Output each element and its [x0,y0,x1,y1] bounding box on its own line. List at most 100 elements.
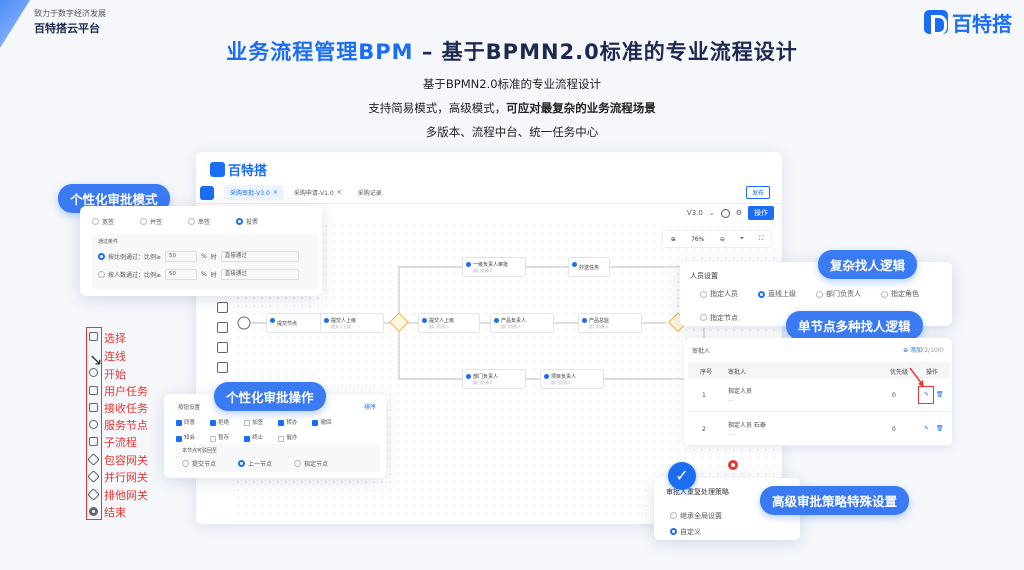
service-node-icon[interactable] [216,322,228,333]
locate-icon[interactable]: ⌖ [740,235,744,242]
checkbox-icon [312,420,319,426]
record-icon[interactable] [720,208,730,218]
mode-option[interactable]: 投票 [236,217,258,226]
multi-finder-pill: 单节点多种找人逻辑 [786,311,923,340]
check-agree[interactable]: 同意 [176,417,195,430]
sort-link[interactable]: 排序 [363,404,376,411]
check-label: 拒绝 [218,419,230,426]
people-option[interactable]: 指定节点 [700,313,738,323]
gateway-icon[interactable] [216,362,228,373]
strategy-custom[interactable]: 自定义 [670,527,701,537]
header-action: 操作 [926,369,939,376]
ratio-input[interactable]: 50 [165,251,198,262]
end-icon [89,507,98,516]
mode-option[interactable]: 并签 [140,217,162,226]
flow-node-cc-task[interactable]: 抄送任务 [568,257,610,277]
mode-option[interactable]: 宽签 [92,217,114,226]
check-reject[interactable]: 拒绝 [210,417,229,430]
edit-icon[interactable]: ✎ [924,391,930,398]
node-label: 产品负责人 [501,317,527,324]
flow-node-supervisor-2[interactable]: 提交人上级部门负责人 [418,313,480,333]
tab-procurement-approval[interactable]: 采购审批-V3.0× [224,185,284,200]
reject-target-options: 提交节点 上一节点 指定节点 [182,459,328,468]
delete-icon[interactable]: 🗑 [936,425,944,432]
check-withdraw[interactable]: 撤回 [312,417,331,430]
zoom-in-icon[interactable]: ⊕ [670,235,676,243]
option-label: 指定节点 [710,313,738,322]
legend-outline [86,327,102,520]
back-option[interactable]: 指定节点 [294,459,328,468]
node-label: 提交人上级 [331,317,357,324]
strategy-inherit[interactable]: 继承全局设置 [670,511,722,521]
flow-node-product-lead[interactable]: 产品负责人部门负责人 [490,313,554,333]
publish-button[interactable]: 发布 [745,186,770,199]
legend-exclusive-gateway: 排他网关 [104,489,148,502]
mode-option[interactable]: 串签 [188,217,210,226]
check-terminate[interactable]: 终止 [244,432,263,445]
check-save-draft[interactable]: 暂存 [210,432,229,445]
strategy-option: 自定义 [670,520,701,539]
back-option[interactable]: 提交节点 [182,459,216,468]
edit-icon[interactable]: ✎ [924,425,930,432]
option-label: 指定角色 [891,290,919,298]
node-sub: 部门负责人 [589,323,609,329]
node-label: 提交人上级 [429,317,455,324]
check-add-sign[interactable]: 加签 [244,417,263,430]
flow-node-supervisor[interactable]: 提交人上级提交人上级 [320,313,384,333]
flow-node-product-director[interactable]: 产品总监部门负责人 [578,313,642,333]
count-input[interactable]: 50 [165,269,198,280]
gear-icon[interactable]: ⚙ [735,209,742,217]
add-approver-button[interactable]: ⊕ 添加(2/100) [903,345,944,354]
palette-toolbar [210,302,234,373]
close-icon[interactable]: × [336,189,342,196]
approver-table-panel: 审批人 ⊕ 添加(2/100) [684,338,952,446]
check-notify[interactable]: 知会 [176,432,195,445]
action-select[interactable]: 直接通过 [220,269,299,280]
zoom-controls: ⊕ 76% ⊖ ⌖ ⛶ [662,230,772,248]
flow-node-level1[interactable]: 一级负责人审批部门负责人 [462,257,526,277]
delete-icon[interactable]: 🗑 [936,391,944,398]
people-option[interactable]: 指定角色 [881,289,919,299]
pointer-arrow-icon [909,367,924,387]
header-priority: 优先级 [890,369,909,376]
version-select[interactable]: V3.0 [686,209,703,217]
node-sub: 部门负责人 [551,379,571,385]
fit-screen-icon[interactable]: ⛶ [759,235,764,242]
flow-node-submit[interactable]: 提交节点 [266,313,330,333]
tab-procurement-request[interactable]: 采购申请-V1.0× [288,185,348,200]
back-option[interactable]: 上一节点 [238,459,272,468]
tab-procurement-record[interactable]: 采购记录 [352,185,388,200]
subprocess-icon[interactable] [216,342,228,353]
operate-button[interactable]: 操作 [748,206,774,220]
corner-platform-name: 百特搭云平台 [34,22,100,35]
option-label: 宽签 [102,219,115,226]
checkbox-icon [176,435,182,442]
option-label: 上一节点 [248,461,273,468]
people-option[interactable]: 部门负责人 [816,289,861,299]
receive-task-icon[interactable] [216,302,228,313]
legend-subprocess: 子流程 [104,436,137,449]
action-select[interactable]: 直接通过 [220,251,299,262]
people-option[interactable]: 直线上级 [758,289,796,299]
ratio-option[interactable]: 按比例通过：比例≥ [98,252,161,261]
radio-icon [238,460,246,467]
check-urge[interactable]: 催办 [278,432,297,445]
radio-icon [700,314,707,321]
zoom-out-icon[interactable]: ⊖ [719,235,725,243]
count-option[interactable]: 按人数通过：比例≥ [98,270,161,279]
close-icon[interactable]: × [272,189,278,196]
option-label: 投票 [246,219,259,226]
strategy-title: 审批人重复处理策略 [666,488,729,496]
check-transfer[interactable]: 转办 [278,417,297,430]
flow-node-dept-lead[interactable]: 部门负责人部门负责人 [462,369,526,389]
people-option[interactable]: 指定人员 [700,289,738,299]
grid-menu-icon[interactable] [200,185,214,200]
flow-node-project-lead[interactable]: 项目负责人部门负责人 [540,369,604,389]
reject-target-title: 本节点可驳回至 [182,448,218,454]
service-node-icon [89,420,98,429]
option-label: 按比例通过：比例≥ [108,254,162,261]
people-option-row-2: 指定节点 [700,306,738,325]
checkbox-icon [244,420,251,426]
check-label: 转办 [286,419,298,426]
check-label: 加签 [252,419,264,426]
